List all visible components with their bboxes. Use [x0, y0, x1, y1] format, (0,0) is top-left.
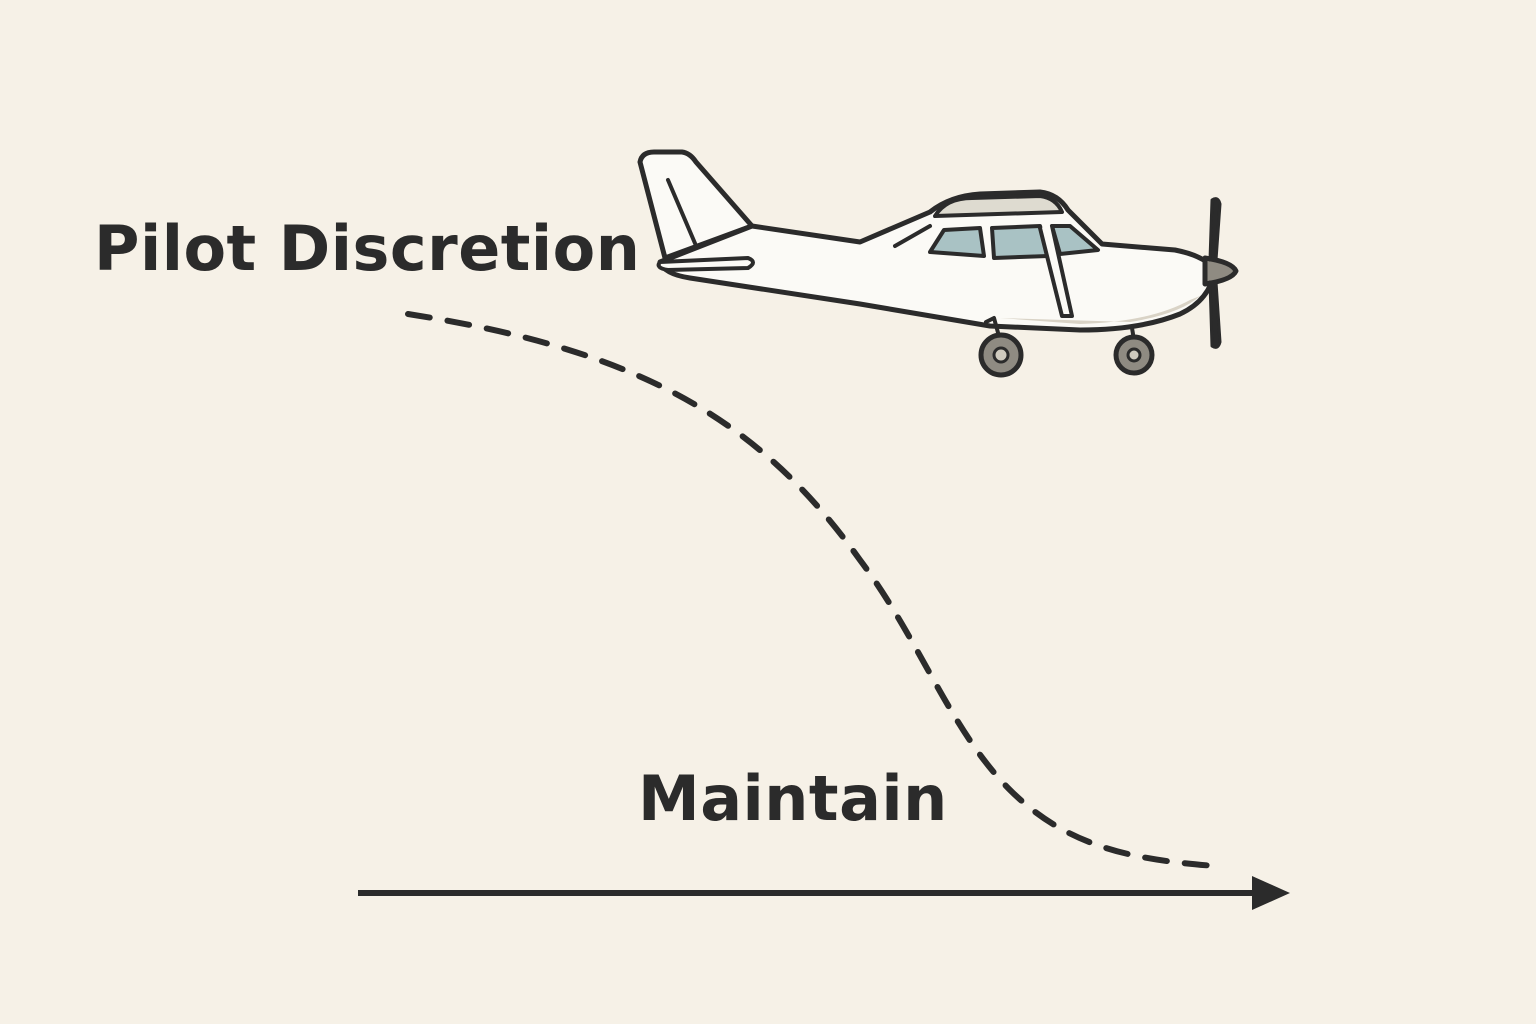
gear-leg-main	[984, 316, 1002, 342]
wing-strut	[1038, 224, 1074, 318]
window-front	[928, 226, 986, 258]
maintain-label: Maintain	[638, 762, 948, 835]
propeller-blade-bottom	[1208, 280, 1222, 349]
airplane-icon	[637, 149, 1239, 378]
main-wheel-hub	[992, 346, 1010, 364]
tail-fin-line	[666, 178, 702, 257]
windshield-frame	[893, 224, 932, 248]
cabin-roof	[933, 194, 1064, 218]
pilot-discretion-label: Pilot Discretion	[94, 212, 641, 285]
nose-wheel-hub	[1126, 347, 1142, 363]
descent-path	[405, 311, 1218, 869]
arrowhead-icon	[1252, 876, 1290, 910]
horizontal-stabilizer	[656, 256, 755, 272]
level-arrow	[358, 876, 1290, 910]
spinner	[1202, 255, 1239, 287]
propeller-blade-top	[1208, 197, 1222, 262]
